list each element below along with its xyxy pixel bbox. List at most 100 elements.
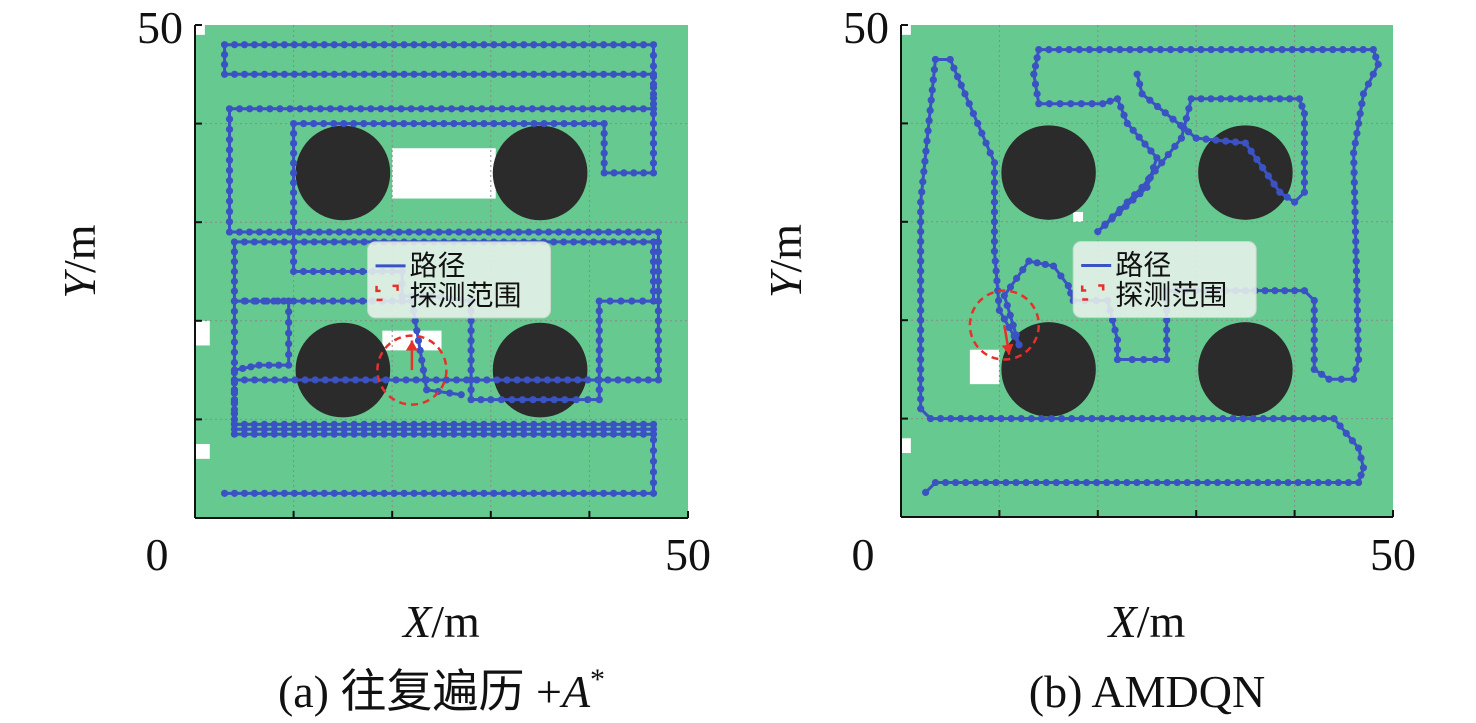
path-point [649, 149, 658, 157]
path-point [1244, 478, 1252, 487]
path-point [320, 425, 328, 433]
path-point [470, 489, 478, 497]
legend-detection-swatch [1080, 284, 1105, 301]
path-point [477, 396, 485, 404]
detection-range-circle [968, 289, 1041, 361]
path-point [1310, 365, 1318, 373]
path-point [654, 376, 663, 384]
path-point [430, 420, 438, 428]
path-point [235, 228, 244, 236]
path-point [380, 489, 388, 497]
path-point [629, 420, 638, 428]
path-point [1330, 415, 1338, 423]
path-point [649, 100, 658, 108]
path-point [1202, 135, 1210, 143]
path-point [430, 489, 438, 497]
path-point [225, 105, 234, 113]
path-point [270, 425, 278, 433]
path-point [580, 420, 588, 428]
path-point [649, 51, 658, 60]
path-point [290, 238, 298, 246]
path-point [590, 41, 598, 49]
path-point [600, 129, 608, 138]
path-point [357, 105, 365, 113]
path-point [413, 327, 421, 335]
path-point [260, 238, 268, 246]
path-point [589, 105, 597, 113]
path-point [654, 366, 663, 374]
path-point [1148, 415, 1157, 423]
path-point [1237, 46, 1246, 54]
path-point [550, 489, 558, 497]
path-point [654, 238, 663, 246]
path-point [639, 105, 647, 113]
path-point [921, 157, 929, 165]
path-point [460, 489, 468, 497]
path-point [995, 306, 1004, 314]
path-point [290, 139, 298, 147]
path-point [377, 105, 385, 113]
path-point [1354, 346, 1362, 354]
path-point [230, 238, 239, 246]
path-point [310, 238, 318, 246]
path-point [340, 420, 348, 428]
path-point [250, 297, 258, 305]
path-point [654, 317, 663, 325]
path-point [917, 395, 925, 403]
path-point [1300, 149, 1309, 157]
path-point [246, 105, 254, 113]
path-point [917, 405, 925, 413]
path-point [1310, 316, 1318, 324]
path-point [457, 391, 465, 399]
path-point [649, 457, 658, 465]
path-point [310, 41, 318, 49]
path-point [1320, 415, 1328, 423]
path-point [370, 420, 378, 428]
path-point [290, 120, 298, 128]
path-point [300, 489, 308, 497]
path-point [614, 228, 623, 236]
path-point [330, 425, 338, 433]
path-point [230, 338, 239, 346]
path-point [350, 41, 358, 49]
path-point [654, 336, 663, 345]
path-point [1143, 183, 1151, 191]
path-point [260, 70, 269, 78]
path-point [1213, 478, 1222, 487]
path-point [610, 169, 618, 177]
path-point [654, 258, 663, 266]
path-point [330, 120, 338, 128]
path-point [470, 420, 478, 428]
path-point [1276, 188, 1284, 196]
path-point [480, 420, 488, 428]
path-point [467, 366, 475, 374]
path-point [450, 489, 458, 497]
path-point [355, 228, 363, 236]
path-point [490, 70, 498, 78]
path-point [1300, 287, 1309, 295]
path-point [427, 105, 436, 113]
path-point [1270, 180, 1278, 188]
path-point [290, 430, 298, 438]
path-point [290, 267, 298, 276]
path-point [347, 105, 355, 113]
path-point [360, 120, 368, 128]
path-point [639, 238, 648, 246]
path-point [407, 105, 415, 113]
path-point [382, 376, 390, 384]
path-point [291, 376, 299, 384]
path-point [1072, 478, 1081, 487]
path-point [310, 425, 318, 433]
legend-box [367, 241, 552, 319]
path-point [1203, 478, 1212, 487]
path-point [584, 228, 593, 236]
path-point [490, 430, 498, 438]
path-point [986, 149, 994, 157]
path-point [1138, 183, 1146, 191]
path-point [350, 489, 358, 497]
path-point [397, 105, 405, 113]
path-point [917, 208, 925, 216]
path-point [570, 489, 578, 497]
path-point [630, 169, 638, 177]
path-point [1261, 287, 1269, 295]
